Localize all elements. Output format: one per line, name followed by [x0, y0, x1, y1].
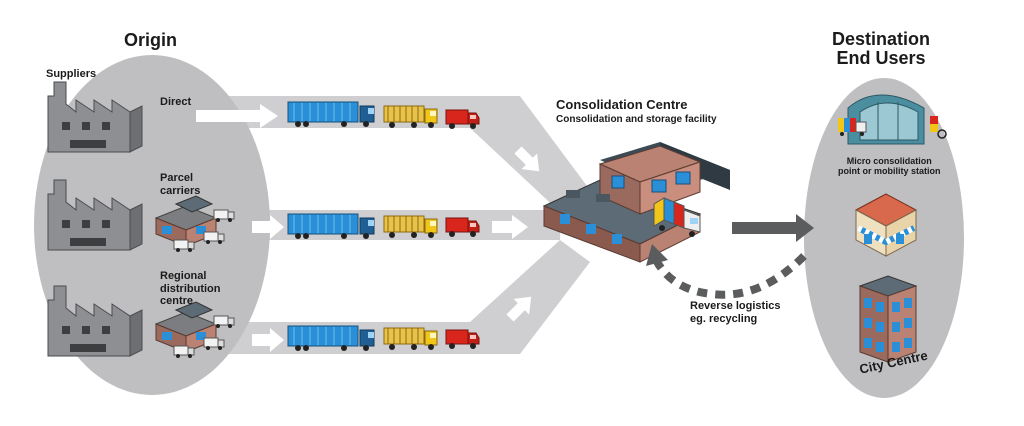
- consolidated-truck-icon: [653, 197, 701, 237]
- consolidation-title: Consolidation Centre: [556, 97, 688, 112]
- reverse-logistics-label: Reverse logistics eg. recycling: [690, 300, 781, 325]
- destination-title: Destination End Users: [832, 29, 931, 68]
- office-tower-icon: [858, 275, 918, 363]
- consolidation-subtitle: Consolidation and storage facility: [556, 114, 717, 125]
- arrow-right-icon: [196, 104, 278, 128]
- route-regional-label: Regional distribution centre: [160, 270, 221, 308]
- arrow-diagonal-down-icon: [514, 146, 540, 172]
- origin-title: Origin: [124, 30, 177, 50]
- suppliers-label: Suppliers: [46, 68, 97, 80]
- micro-hub-label: Micro consolidation point or mobility st…: [838, 156, 941, 177]
- shop-icon: [854, 193, 918, 257]
- consolidation-centre-building: [542, 142, 730, 263]
- reverse-logistics-arrow: [646, 244, 807, 299]
- road-top: [190, 96, 590, 212]
- route-direct-label: Direct: [160, 96, 192, 108]
- arrow-right-icon: [252, 328, 284, 352]
- route-parcel-label: Parcel carriers: [160, 172, 201, 197]
- arrow-diagonal-up-icon: [506, 296, 532, 322]
- arrow-right-icon: [252, 215, 284, 239]
- delivery-arrow-icon: [732, 214, 814, 242]
- micro-hub-icon: [838, 94, 947, 145]
- arrow-right-icon: [492, 215, 528, 239]
